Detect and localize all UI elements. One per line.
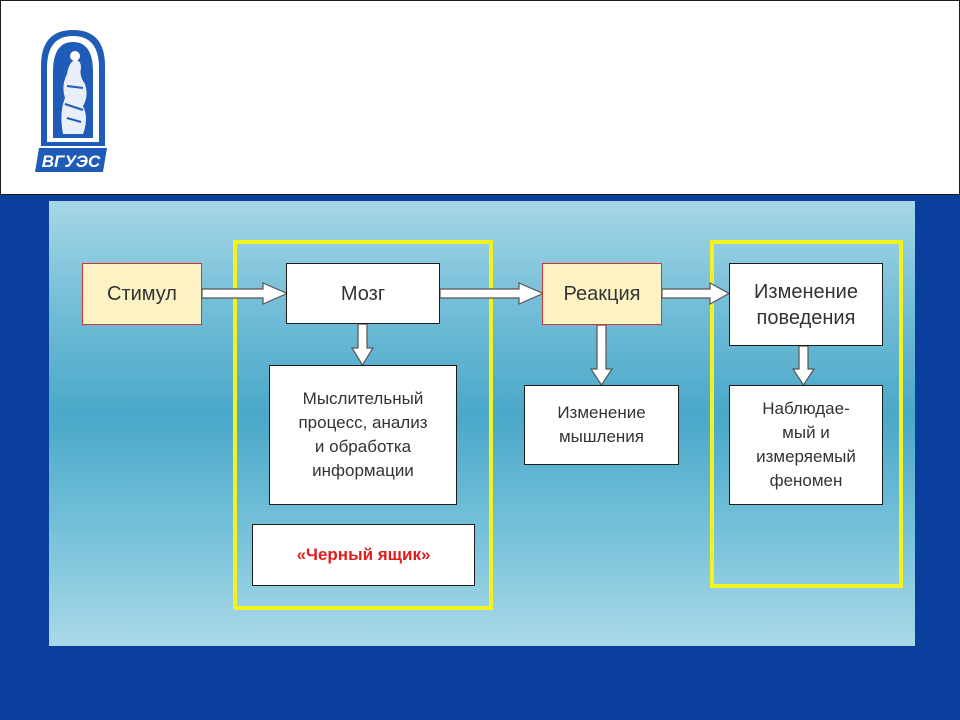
- node-observable: Наблюдае- мый и измеряемый феномен: [729, 385, 883, 505]
- node-brain: Мозг: [286, 263, 440, 324]
- arrow-brain-to-thinking: [350, 323, 375, 367]
- node-black-box: «Черный ящик»: [252, 524, 475, 586]
- logo-text: ВГУЭС: [42, 152, 101, 171]
- node-stimulus: Стимул: [82, 263, 202, 325]
- arrow-stimulus-to-brain: [201, 282, 289, 305]
- arrow-reaction-to-thinking-change: [589, 324, 614, 387]
- node-behavior-change: Изменение поведения: [729, 263, 883, 346]
- observable-frame: [710, 240, 903, 588]
- university-logo: ВГУЭС: [35, 30, 107, 172]
- arrow-brain-to-reaction: [439, 282, 545, 305]
- header-bar: ВГУЭС: [0, 0, 960, 195]
- diagram-panel: Стимул Мозг Мыслительный процесс, анализ…: [49, 201, 915, 646]
- black-box-frame: [233, 240, 493, 610]
- node-thinking-change: Изменение мышления: [524, 385, 679, 465]
- node-reaction: Реакция: [542, 263, 662, 325]
- flow-arrows: [201, 281, 816, 387]
- arrow-reaction-to-behavior: [661, 281, 731, 306]
- node-thinking-process: Мыслительный процесс, анализ и обработка…: [269, 365, 457, 505]
- arrow-behavior-to-observable: [791, 345, 816, 387]
